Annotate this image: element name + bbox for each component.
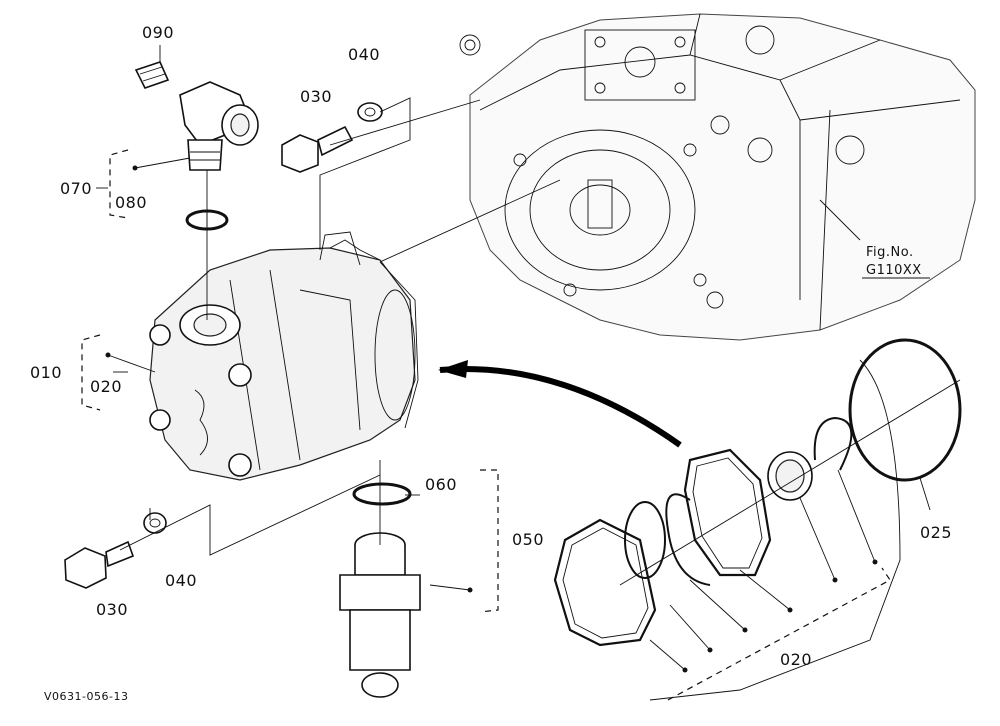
label-030-bottom: 030 [96,600,128,619]
arrow-head [438,360,468,378]
fig-ref-line2: G110XX [866,263,922,278]
label-040-top: 040 [348,45,380,64]
bracket-050 [479,469,499,613]
bracket-010 [81,334,101,411]
elbow-fitting-070 [179,81,259,171]
label-020-pump: 020 [90,377,122,396]
bracket-020-kit [667,567,891,701]
label-025: 025 [920,523,952,542]
label-060: 060 [425,475,457,494]
washer-040-bottom [143,512,167,534]
washer-040-top [357,102,383,122]
drawing-code: V0631-056-13 [44,690,128,703]
bolt-030-top [281,125,354,173]
fitting-050 [339,532,421,698]
assembly-arrow [439,365,682,448]
bolt-030-bottom [64,540,135,589]
label-010: 010 [30,363,62,382]
bracket-070 [109,149,129,219]
fig-ref-leader [819,199,861,241]
label-020-kit: 020 [780,650,812,669]
leader-dots [105,165,878,673]
seal-kit [553,338,962,647]
transmission-housing [459,13,976,701]
hydraulic-pump [149,231,419,481]
o-ring-060 [352,482,412,506]
label-040-bottom: 040 [165,571,197,590]
label-050: 050 [512,530,544,549]
fig-ref-line1: Fig.No. [866,245,914,260]
plug-090 [134,61,170,89]
label-080: 080 [115,193,147,212]
leader-lines [96,97,961,671]
label-030-top: 030 [300,87,332,106]
label-090: 090 [142,23,174,42]
label-070: 070 [60,179,92,198]
